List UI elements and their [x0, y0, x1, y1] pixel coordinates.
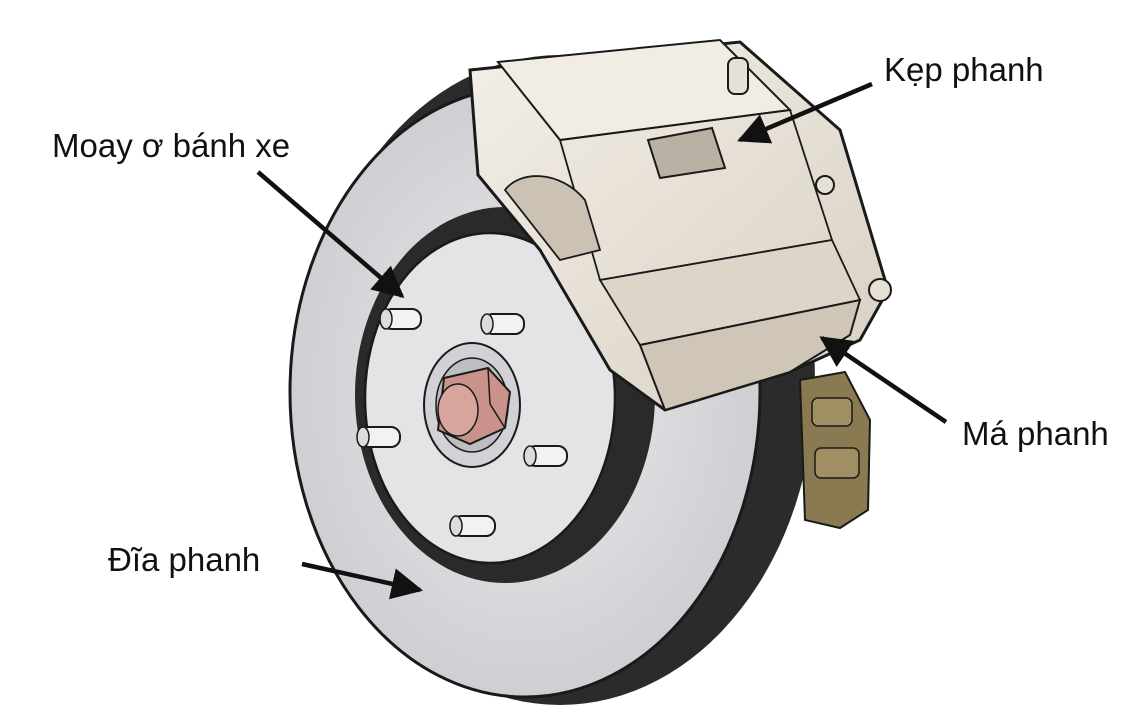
arrow-hub	[256, 170, 405, 299]
wheel-stud-icon	[449, 515, 496, 537]
wheel-stud-icon	[379, 308, 422, 330]
label-wheel-hub: Moay ơ bánh xe	[52, 127, 291, 164]
arrow-disc	[301, 561, 424, 600]
brake-caliper-icon	[468, 38, 892, 412]
callout-arrows	[256, 81, 948, 600]
label-brake-pad: Má phanh	[962, 415, 1109, 452]
label-brake-caliper: Kẹp phanh	[884, 51, 1044, 88]
axle-nut-icon	[436, 366, 512, 446]
wheel-stud-icon	[480, 313, 525, 335]
wheel-studs	[356, 308, 568, 537]
brake-pad-icon	[798, 370, 872, 530]
wheel-stud-icon	[523, 445, 568, 467]
wheel-stud-icon	[356, 426, 401, 448]
label-brake-disc: Đĩa phanh	[108, 541, 261, 578]
arrow-pad	[819, 336, 948, 424]
arrow-caliper	[737, 81, 873, 144]
